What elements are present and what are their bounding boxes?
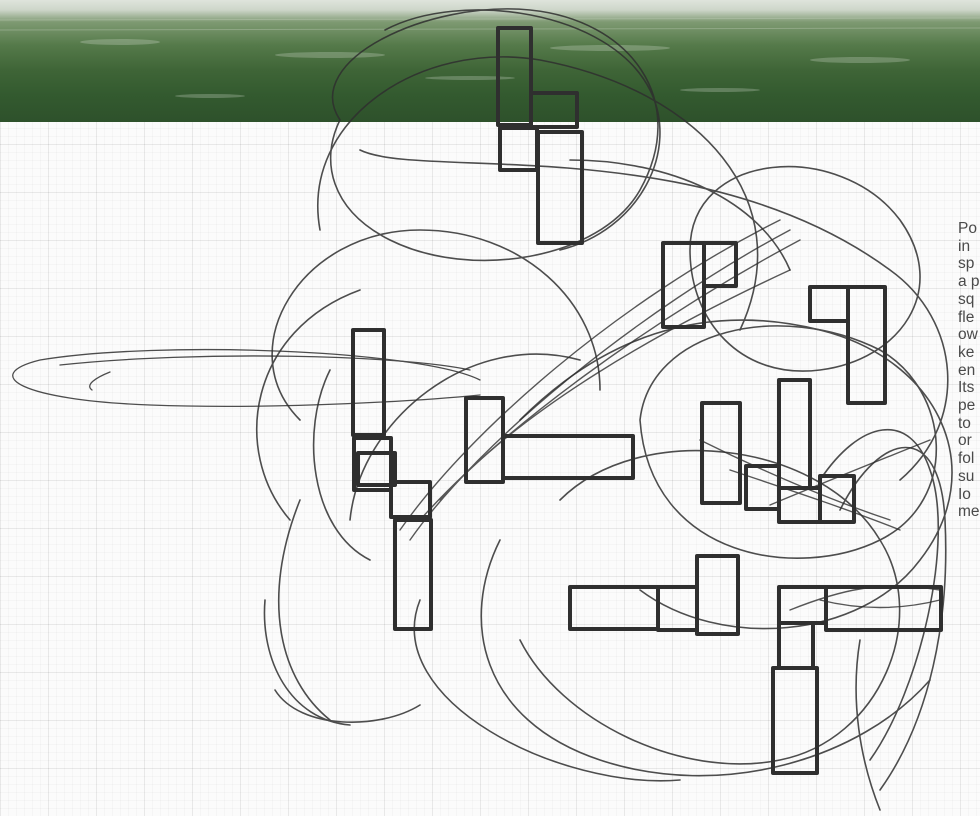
description-line: to — [958, 415, 980, 433]
description-line: me — [958, 503, 980, 521]
description-line: sq — [958, 291, 980, 309]
description-line: fle — [958, 309, 980, 327]
description-line: ke — [958, 344, 980, 362]
description-line: ow — [958, 326, 980, 344]
description-line: sp — [958, 255, 980, 273]
description-line: a p — [958, 273, 980, 291]
sketch-arcs — [257, 9, 952, 810]
description-line: Po — [958, 220, 980, 238]
description-line: or — [958, 432, 980, 450]
description-line: in — [958, 238, 980, 256]
sketch-rectangles — [353, 28, 941, 773]
sketch-diagonals — [400, 220, 940, 610]
description-line: Io — [958, 486, 980, 504]
description-line: fol — [958, 450, 980, 468]
description-line: Its — [958, 379, 980, 397]
description-text: Po in sp a p sq fle ow ke en Its pe to o… — [958, 220, 980, 521]
description-line: su — [958, 468, 980, 486]
description-line: en — [958, 362, 980, 380]
sketch-ellipse-left — [13, 350, 480, 407]
description-line: pe — [958, 397, 980, 415]
